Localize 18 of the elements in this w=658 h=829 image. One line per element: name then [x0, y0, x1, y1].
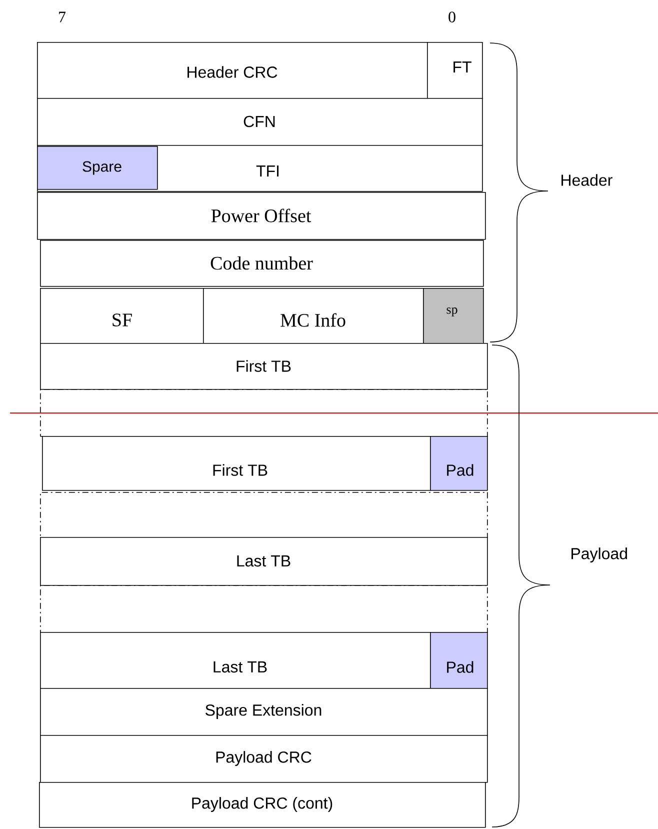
field-box: sp	[423, 288, 484, 344]
field-box: Last TB	[40, 537, 488, 586]
field-box: First TB	[42, 436, 431, 491]
field-box: Spare	[37, 146, 158, 190]
field-box: Payload CRC (cont)	[39, 782, 486, 828]
field-box: SF	[40, 288, 204, 344]
section-label: Header	[562, 174, 612, 186]
bit-number: 7	[59, 12, 66, 22]
field-box: Payload CRC	[40, 735, 488, 783]
bit-number: 0	[448, 12, 456, 22]
section-label: Payload	[572, 548, 627, 562]
field-box: Pad	[430, 436, 488, 491]
field-box: Last TB	[40, 632, 431, 689]
field-box: FT	[427, 42, 483, 99]
field-box: Spare Extension	[40, 688, 488, 736]
field-box: MC Info	[203, 288, 424, 344]
field-box: Pad	[430, 632, 488, 689]
field-box: Power Offset	[37, 192, 486, 240]
